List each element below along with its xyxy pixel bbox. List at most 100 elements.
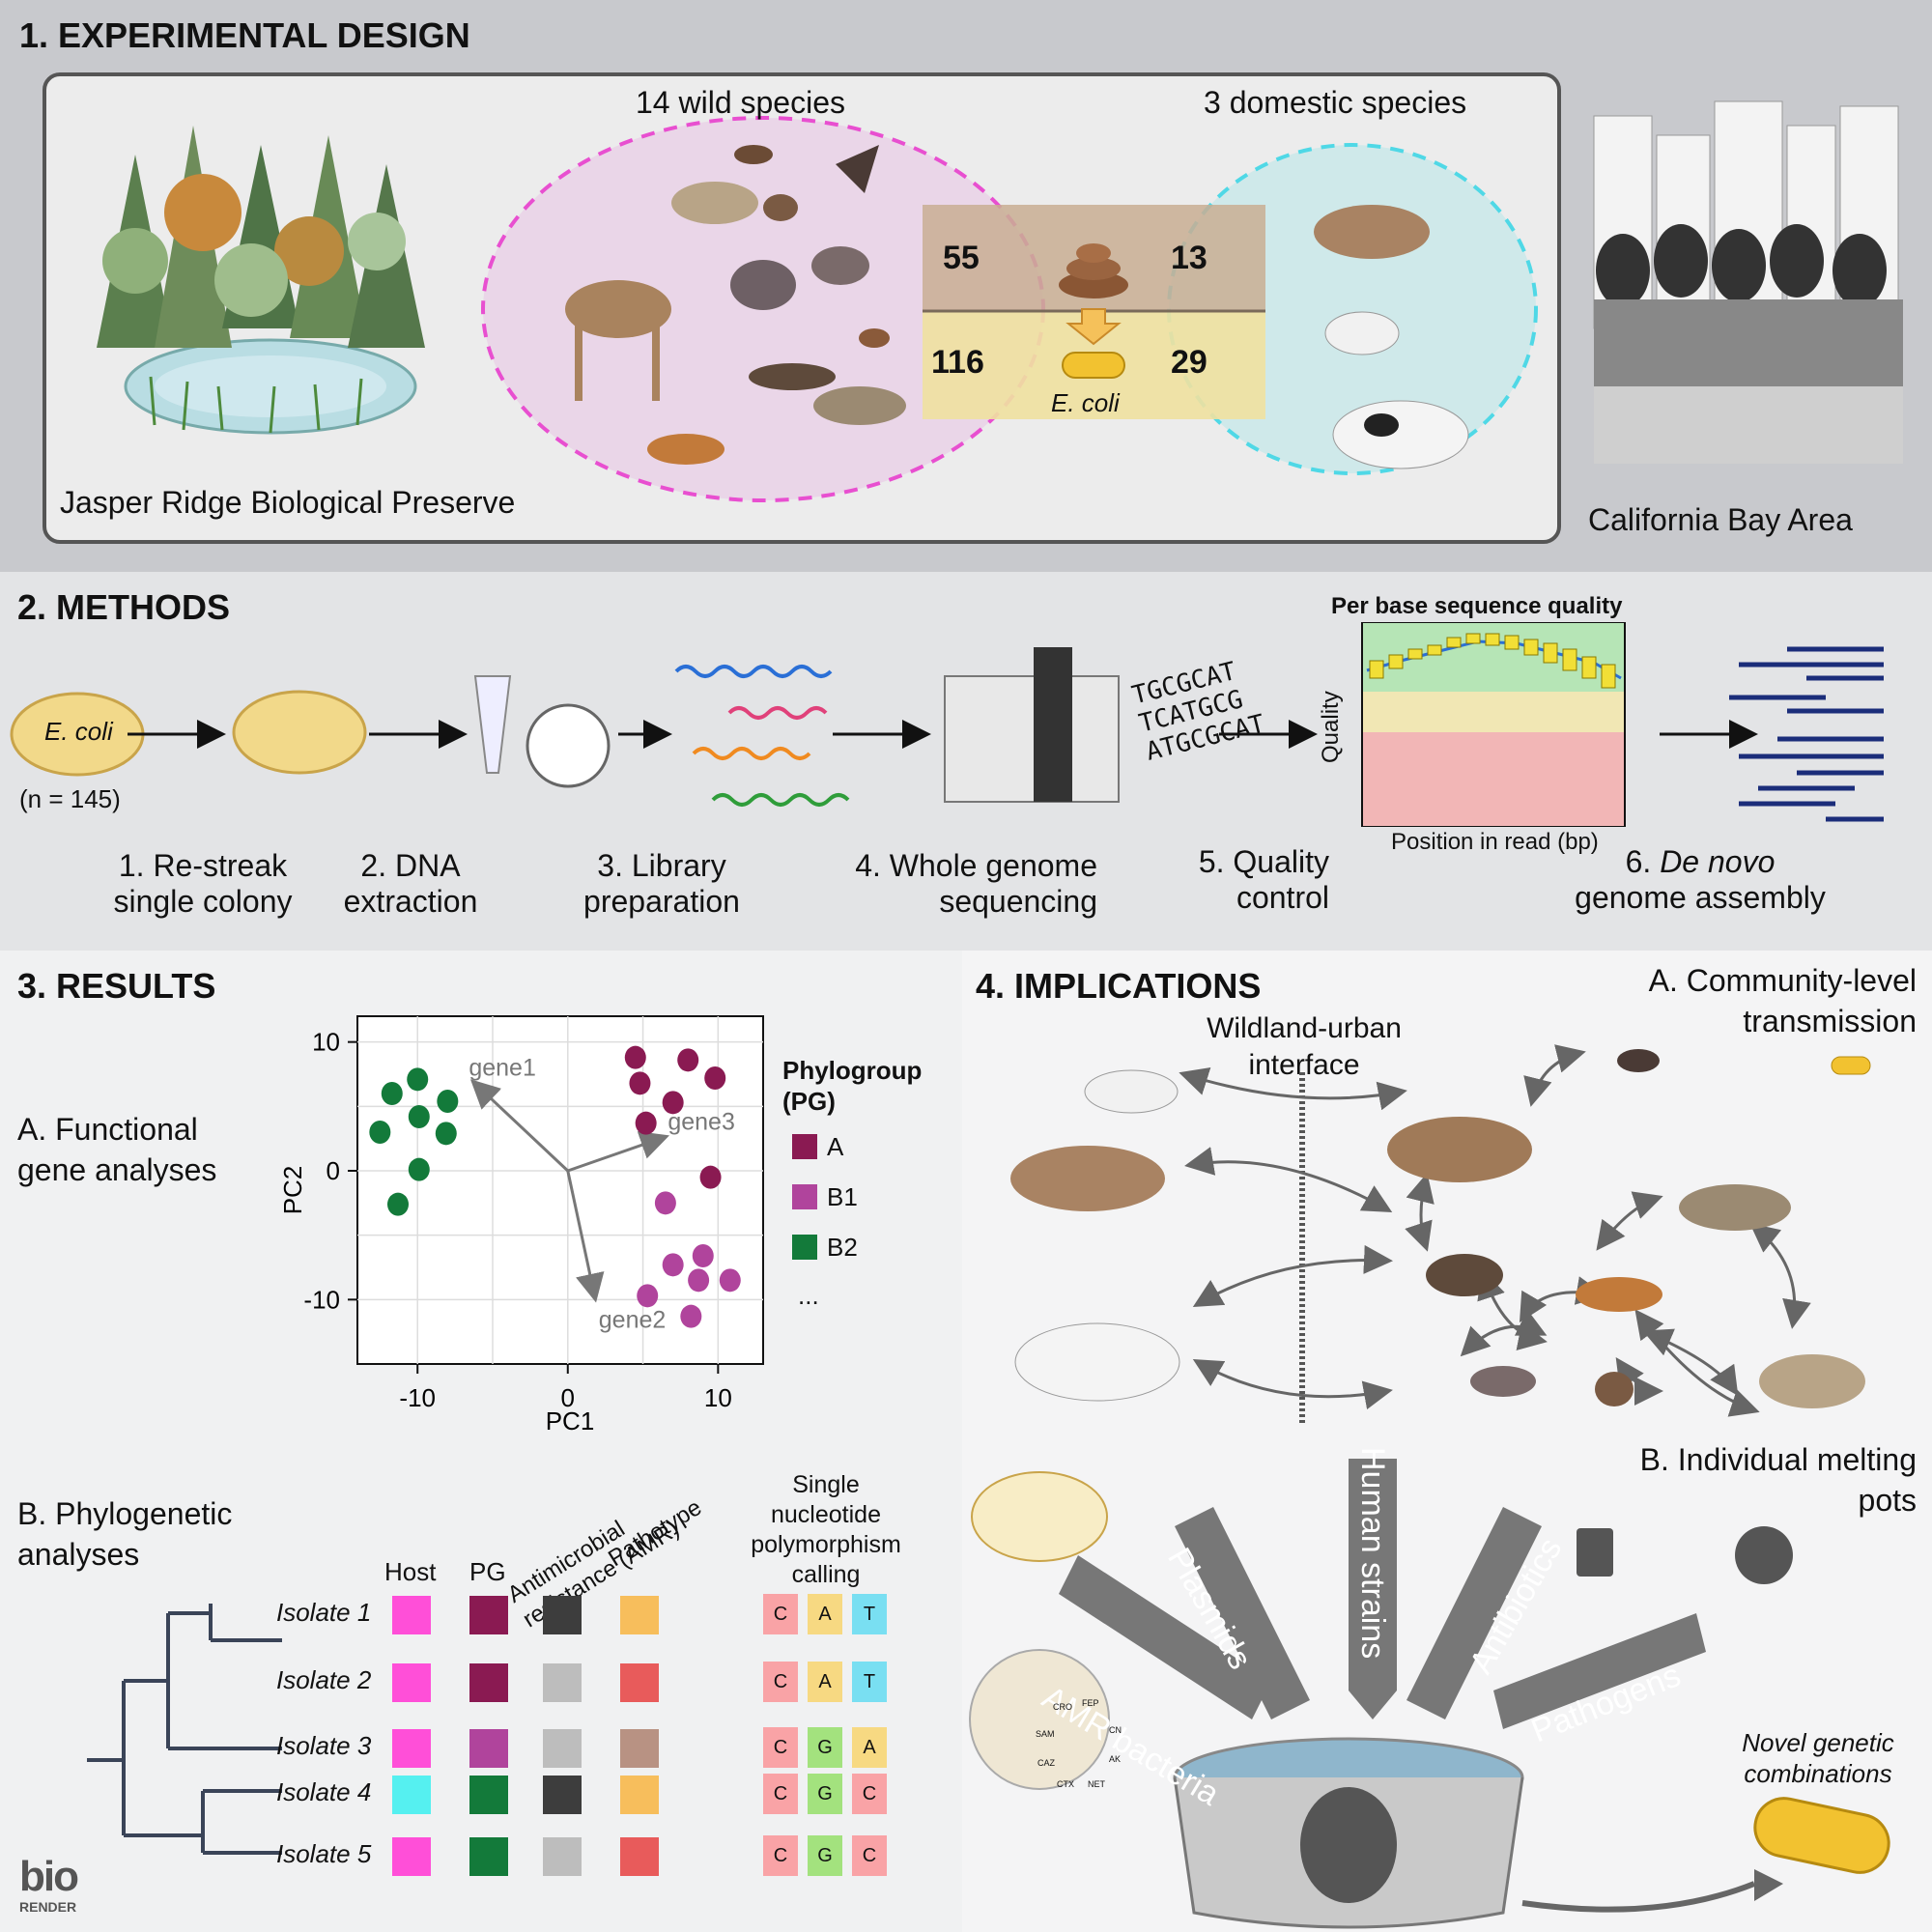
isolate-name: Isolate 2	[276, 1665, 372, 1694]
snp-base: C	[763, 1594, 798, 1634]
snp-base: C	[763, 1727, 798, 1768]
community-label-line-2: transmission	[1743, 1004, 1917, 1038]
legend-item-a: A	[792, 1130, 843, 1180]
step-3-label: 3. Library preparation	[560, 848, 763, 920]
functional-label-line-1: A. Functional	[17, 1112, 198, 1147]
pca-xlabel: PC1	[546, 1406, 595, 1435]
snp-base: C	[763, 1662, 798, 1702]
legend-item-b1: B1	[792, 1180, 858, 1231]
snp-base: A	[852, 1727, 887, 1768]
snp-header-line-1: Single	[792, 1471, 860, 1498]
arrow-down-icon	[1065, 308, 1122, 346]
biorender-logo-text: RENDER	[19, 1899, 77, 1915]
point-a	[629, 1071, 651, 1095]
y-tick-label: -10	[303, 1285, 340, 1314]
city-illustration	[1593, 100, 1903, 464]
melting-label-line-2: pots	[1858, 1483, 1917, 1518]
section-4-title: 4. IMPLICATIONS	[976, 966, 1262, 1006]
domestic-ecoli-count: 29	[1171, 344, 1208, 381]
step-6-italic: De novo	[1660, 844, 1776, 879]
point-b2	[369, 1121, 391, 1144]
plasmids-arrow	[1175, 1507, 1310, 1719]
wild-ecoli-count: 116	[931, 344, 984, 381]
snp-base: C	[852, 1835, 887, 1876]
step-5-line-2: control	[1236, 880, 1329, 915]
point-b2	[408, 1157, 430, 1181]
isolate-name: Isolate 5	[276, 1839, 372, 1868]
rabbit-icon	[1595, 1372, 1634, 1406]
host-cell	[392, 1729, 431, 1768]
amr-cell	[543, 1729, 582, 1768]
section-3-title: 3. RESULTS	[17, 966, 216, 1006]
novel-label-line-1: Novel genetic	[1742, 1728, 1894, 1757]
functional-label-line-2: gene analyses	[17, 1152, 217, 1187]
isolate-name: Isolate 4	[276, 1777, 372, 1806]
amr-cell	[543, 1663, 582, 1702]
legend-swatch-b1	[792, 1184, 817, 1209]
interface-label-line-1: Wildland-urban	[1207, 1012, 1402, 1044]
assembly-reads	[1729, 646, 1884, 822]
amr-bacteria-arrow	[1059, 1555, 1271, 1719]
step-6-prefix: 6.	[1625, 844, 1661, 879]
point-b1	[692, 1244, 714, 1267]
plate-2-icon	[232, 690, 367, 775]
pathotype-cell	[620, 1837, 659, 1876]
melting-pot-illustration	[969, 1459, 1890, 1929]
amr-label-caz: CAZ	[1037, 1758, 1055, 1768]
plasmid-cell-icon	[971, 1471, 1108, 1562]
point-b2	[408, 1105, 430, 1128]
tube-icon	[473, 675, 512, 774]
ecoli-label: E. coli	[1051, 388, 1120, 417]
step-6-label: 6. De novo genome assembly	[1555, 844, 1845, 916]
gut-icon	[1300, 1787, 1397, 1903]
y-tick-label: 10	[312, 1028, 340, 1057]
pg-cell	[469, 1596, 508, 1634]
point-b2	[435, 1122, 457, 1146]
isolate-name: Isolate 1	[276, 1598, 372, 1627]
amr-label-cn: CN	[1109, 1725, 1122, 1735]
bat-icon	[1617, 1049, 1660, 1072]
amr-label-net: NET	[1088, 1779, 1105, 1789]
legend-more: ...	[798, 1281, 819, 1310]
novel-ecoli-icon	[1753, 1797, 1890, 1874]
point-b1	[688, 1268, 710, 1293]
loading-arrow-gene1	[469, 1079, 569, 1173]
point-b2	[387, 1192, 409, 1216]
step-3-line-1: 3. Library	[597, 848, 726, 883]
ecoli-plate-label: E. coli	[44, 717, 113, 746]
output-arrow	[1521, 1881, 1756, 1913]
snp-base: C	[763, 1835, 798, 1876]
deer-icon	[1387, 1117, 1532, 1182]
forest-illustration	[97, 126, 425, 435]
pca-ylabel: PC2	[278, 1166, 307, 1215]
amr-cell	[543, 1776, 582, 1814]
host-column-header: Host	[384, 1557, 437, 1586]
step-2-line-1: 2. DNA	[360, 848, 461, 883]
wild-animals	[565, 145, 906, 465]
antibiotics-arrow	[1406, 1507, 1542, 1719]
patient-icon	[1735, 1526, 1793, 1584]
amr-label-ctx: CTX	[1057, 1779, 1074, 1789]
snp-base: G	[808, 1835, 842, 1876]
step-4-label: 4. Whole genome sequencing	[846, 848, 1097, 920]
loading-arrow-gene3	[567, 1131, 669, 1173]
amr-label-sam: SAM	[1036, 1729, 1055, 1739]
phylogroup-legend-title: Phylogroup (PG)	[782, 1055, 922, 1117]
fox-icon	[1576, 1277, 1662, 1312]
step-1-line-2: single colony	[113, 884, 293, 919]
phylogroup-legend: A B1 B2 ...	[792, 1130, 858, 1311]
y-tick-label: 0	[327, 1156, 340, 1185]
opossum-icon	[1470, 1366, 1536, 1397]
snp-base: G	[808, 1774, 842, 1814]
snp-header-line-2: nucleotide	[771, 1501, 881, 1528]
legend-label-a: A	[827, 1132, 844, 1161]
point-a	[624, 1045, 646, 1069]
point-b1	[662, 1253, 684, 1277]
goat-icon	[1084, 1069, 1179, 1114]
snp-header-line-4: calling	[791, 1561, 861, 1588]
cow-icon	[1014, 1322, 1180, 1402]
functional-label: A. Functional gene analyses	[17, 1109, 216, 1190]
loading-label-gene1: gene1	[469, 1054, 536, 1081]
